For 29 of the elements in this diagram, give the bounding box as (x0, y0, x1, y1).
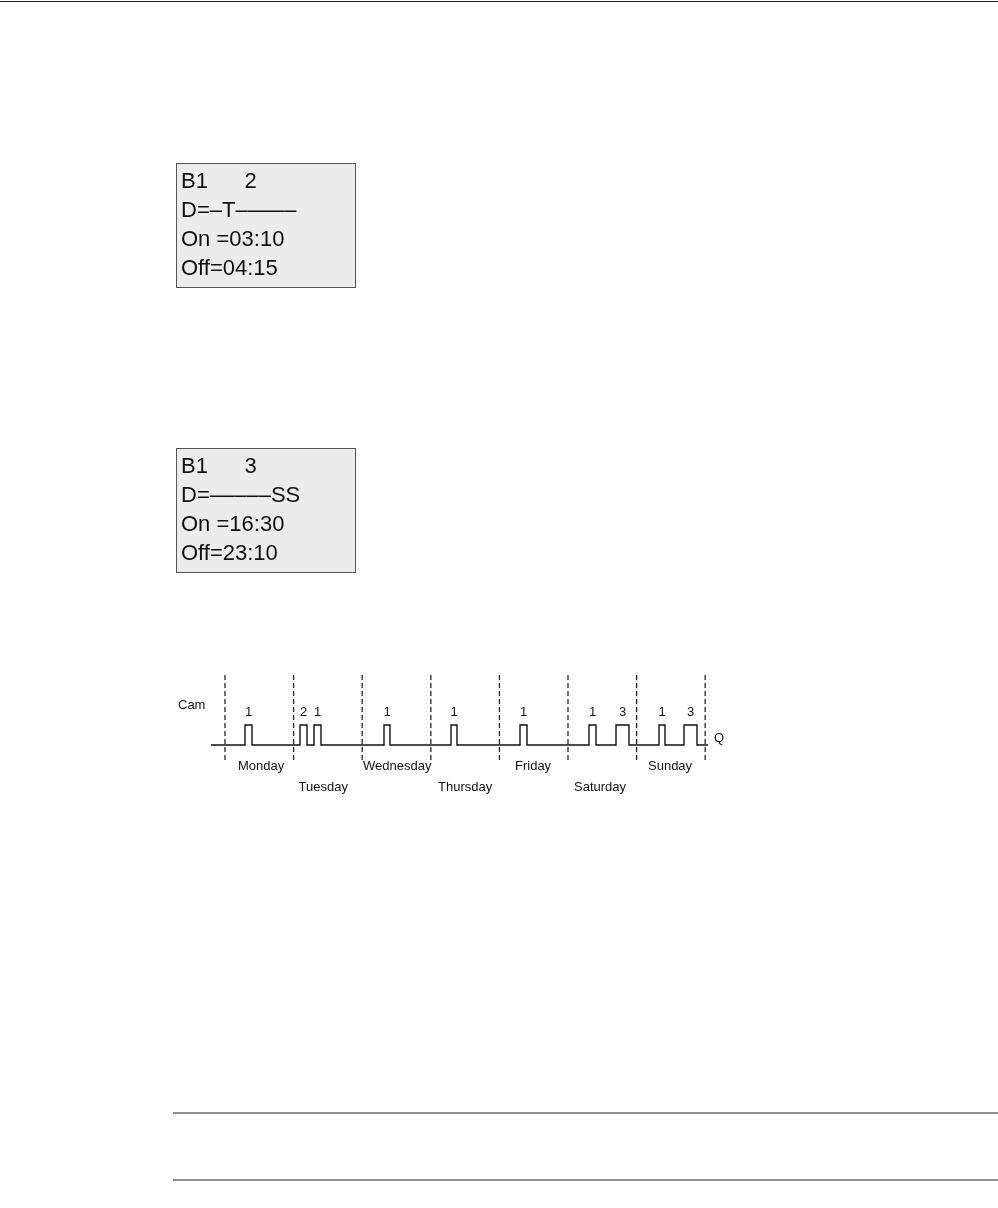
pulse-number: 2 (300, 704, 308, 719)
day-label: Saturday (574, 779, 627, 794)
pulse-number: 1 (245, 704, 253, 719)
pulse-number: 1 (383, 704, 391, 719)
day-label: Tuesday (298, 779, 348, 794)
display-line: D=–––––SS (181, 481, 301, 509)
pulse-number: 3 (687, 704, 695, 719)
display-panel (176, 163, 356, 288)
display-line: Off=23:10 (181, 539, 278, 567)
pulse-number: 1 (658, 704, 666, 719)
display-line: B1 3 (181, 452, 257, 480)
display-panel (176, 448, 356, 573)
pulse-number: 1 (450, 704, 458, 719)
display-line: Off=04:15 (181, 254, 278, 282)
pulse-number: 1 (589, 704, 597, 719)
display-line: D=–T––––– (181, 196, 297, 224)
pulse-number: 1 (314, 704, 322, 719)
display-line: On =03:10 (181, 225, 285, 253)
day-label: Friday (515, 758, 552, 773)
signal-label: Cam (178, 697, 206, 712)
day-label: Wednesday (363, 758, 432, 773)
pulse-number: 3 (619, 704, 627, 719)
display-line: On =16:30 (181, 510, 285, 538)
day-label: Thursday (438, 779, 493, 794)
signal-label: Q (714, 730, 725, 745)
day-label: Monday (238, 758, 285, 773)
pulse-number: 1 (520, 704, 528, 719)
day-label: Sunday (648, 758, 693, 773)
display-line: B1 2 (181, 167, 257, 195)
